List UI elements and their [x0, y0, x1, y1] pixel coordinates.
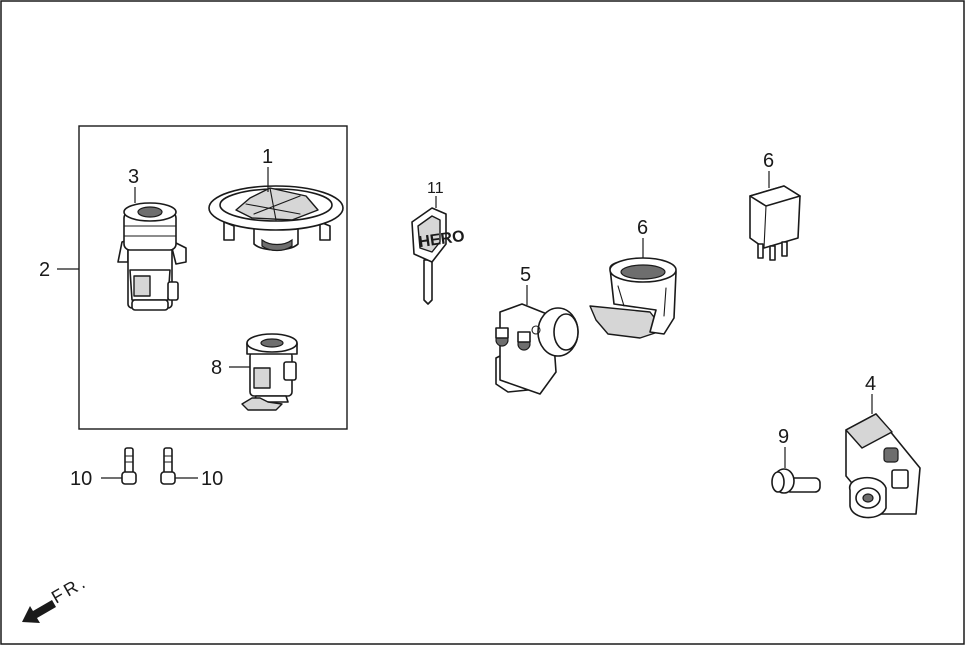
- callout-10-left: 10: [70, 468, 122, 490]
- key-logo-text: HERO: [418, 228, 466, 251]
- front-arrow-icon: [22, 600, 56, 623]
- callout-8: 8: [211, 357, 250, 379]
- front-direction-indicator: FR.: [22, 571, 91, 623]
- callout-10-right: 10: [175, 468, 223, 490]
- callout-3-label: 3: [128, 166, 139, 188]
- front-direction-label: FR.: [48, 571, 91, 607]
- relay-part-6: [749, 185, 801, 261]
- key-part-11: HERO: [411, 207, 466, 305]
- callout-9-label: 9: [778, 426, 789, 448]
- callout-10-left-label: 10: [70, 468, 92, 490]
- callout-6-middle-label: 6: [637, 217, 648, 239]
- screw-part-10-left: [121, 447, 137, 485]
- callout-5: 5: [520, 264, 531, 305]
- sensor-bracket-part-4: [845, 413, 921, 519]
- callout-6-right: 6: [763, 150, 774, 188]
- callout-1-label: 1: [262, 146, 273, 168]
- callout-2: 2: [39, 259, 79, 281]
- callout-11: 11: [427, 180, 444, 208]
- ignition-switch-part-3: [117, 202, 187, 311]
- callout-10-right-label: 10: [201, 468, 223, 490]
- callout-11-label: 11: [427, 180, 444, 197]
- callout-9: 9: [778, 426, 789, 468]
- callout-3: 3: [128, 166, 139, 203]
- callout-6-middle: 6: [637, 217, 648, 258]
- callout-1: 1: [262, 146, 273, 192]
- callout-4-label: 4: [865, 373, 876, 395]
- screw-part-10-right: [160, 447, 176, 485]
- callout-2-label: 2: [39, 259, 50, 281]
- seat-lock-part-8: [241, 333, 298, 411]
- callout-8-label: 8: [211, 357, 222, 379]
- lock-assembly-part-5: [495, 303, 579, 395]
- rubber-boot-part-6: [589, 257, 677, 339]
- callout-4: 4: [865, 373, 876, 414]
- lock-set-group-box: [78, 125, 348, 430]
- fuel-tank-cap-part-1: [208, 185, 344, 252]
- callout-5-label: 5: [520, 264, 531, 286]
- bolt-part-9: [771, 468, 821, 494]
- callout-6-right-label: 6: [763, 150, 774, 172]
